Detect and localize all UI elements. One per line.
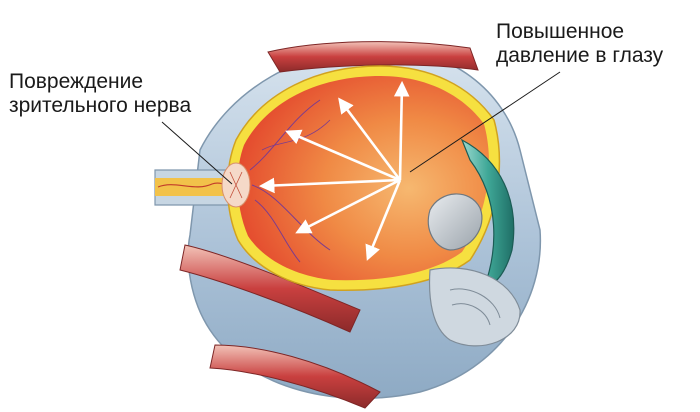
pressure-arrow: [338, 97, 402, 181]
cornea: [460, 138, 515, 289]
inferior-muscle-lower: [209, 344, 381, 409]
pressure-arrow: [285, 129, 401, 182]
pressure-arrow: [295, 178, 401, 234]
leader-line-pressure: [409, 71, 561, 173]
pressure-arrow: [393, 80, 410, 181]
ciliary-body: [428, 267, 521, 347]
leader-lines: [161, 71, 561, 185]
increased-pressure-label-line1: Повышенное: [496, 20, 625, 43]
optic-nerve: [154, 169, 241, 206]
leader-line-optic-nerve: [161, 121, 233, 185]
pressure-arrows: [258, 80, 410, 261]
pressure-arrow: [365, 179, 402, 261]
increased-pressure-label-line2: давление в глазу: [496, 44, 664, 67]
superior-muscle: [267, 41, 479, 73]
optic-nerve-damage-label-line1: Повреждение: [9, 70, 144, 93]
inferior-muscle-upper: [179, 244, 361, 333]
optic-nerve-damage-label: Повреждение зрительного нерва: [9, 70, 191, 118]
pressure-arrow: [258, 177, 401, 194]
optic-nerve-damage-label-line2: зрительного нерва: [9, 94, 192, 117]
increased-pressure-label: Повышенное давление в глазу: [496, 20, 663, 68]
optic-disc: [221, 162, 251, 208]
lens-iris: [427, 193, 483, 251]
